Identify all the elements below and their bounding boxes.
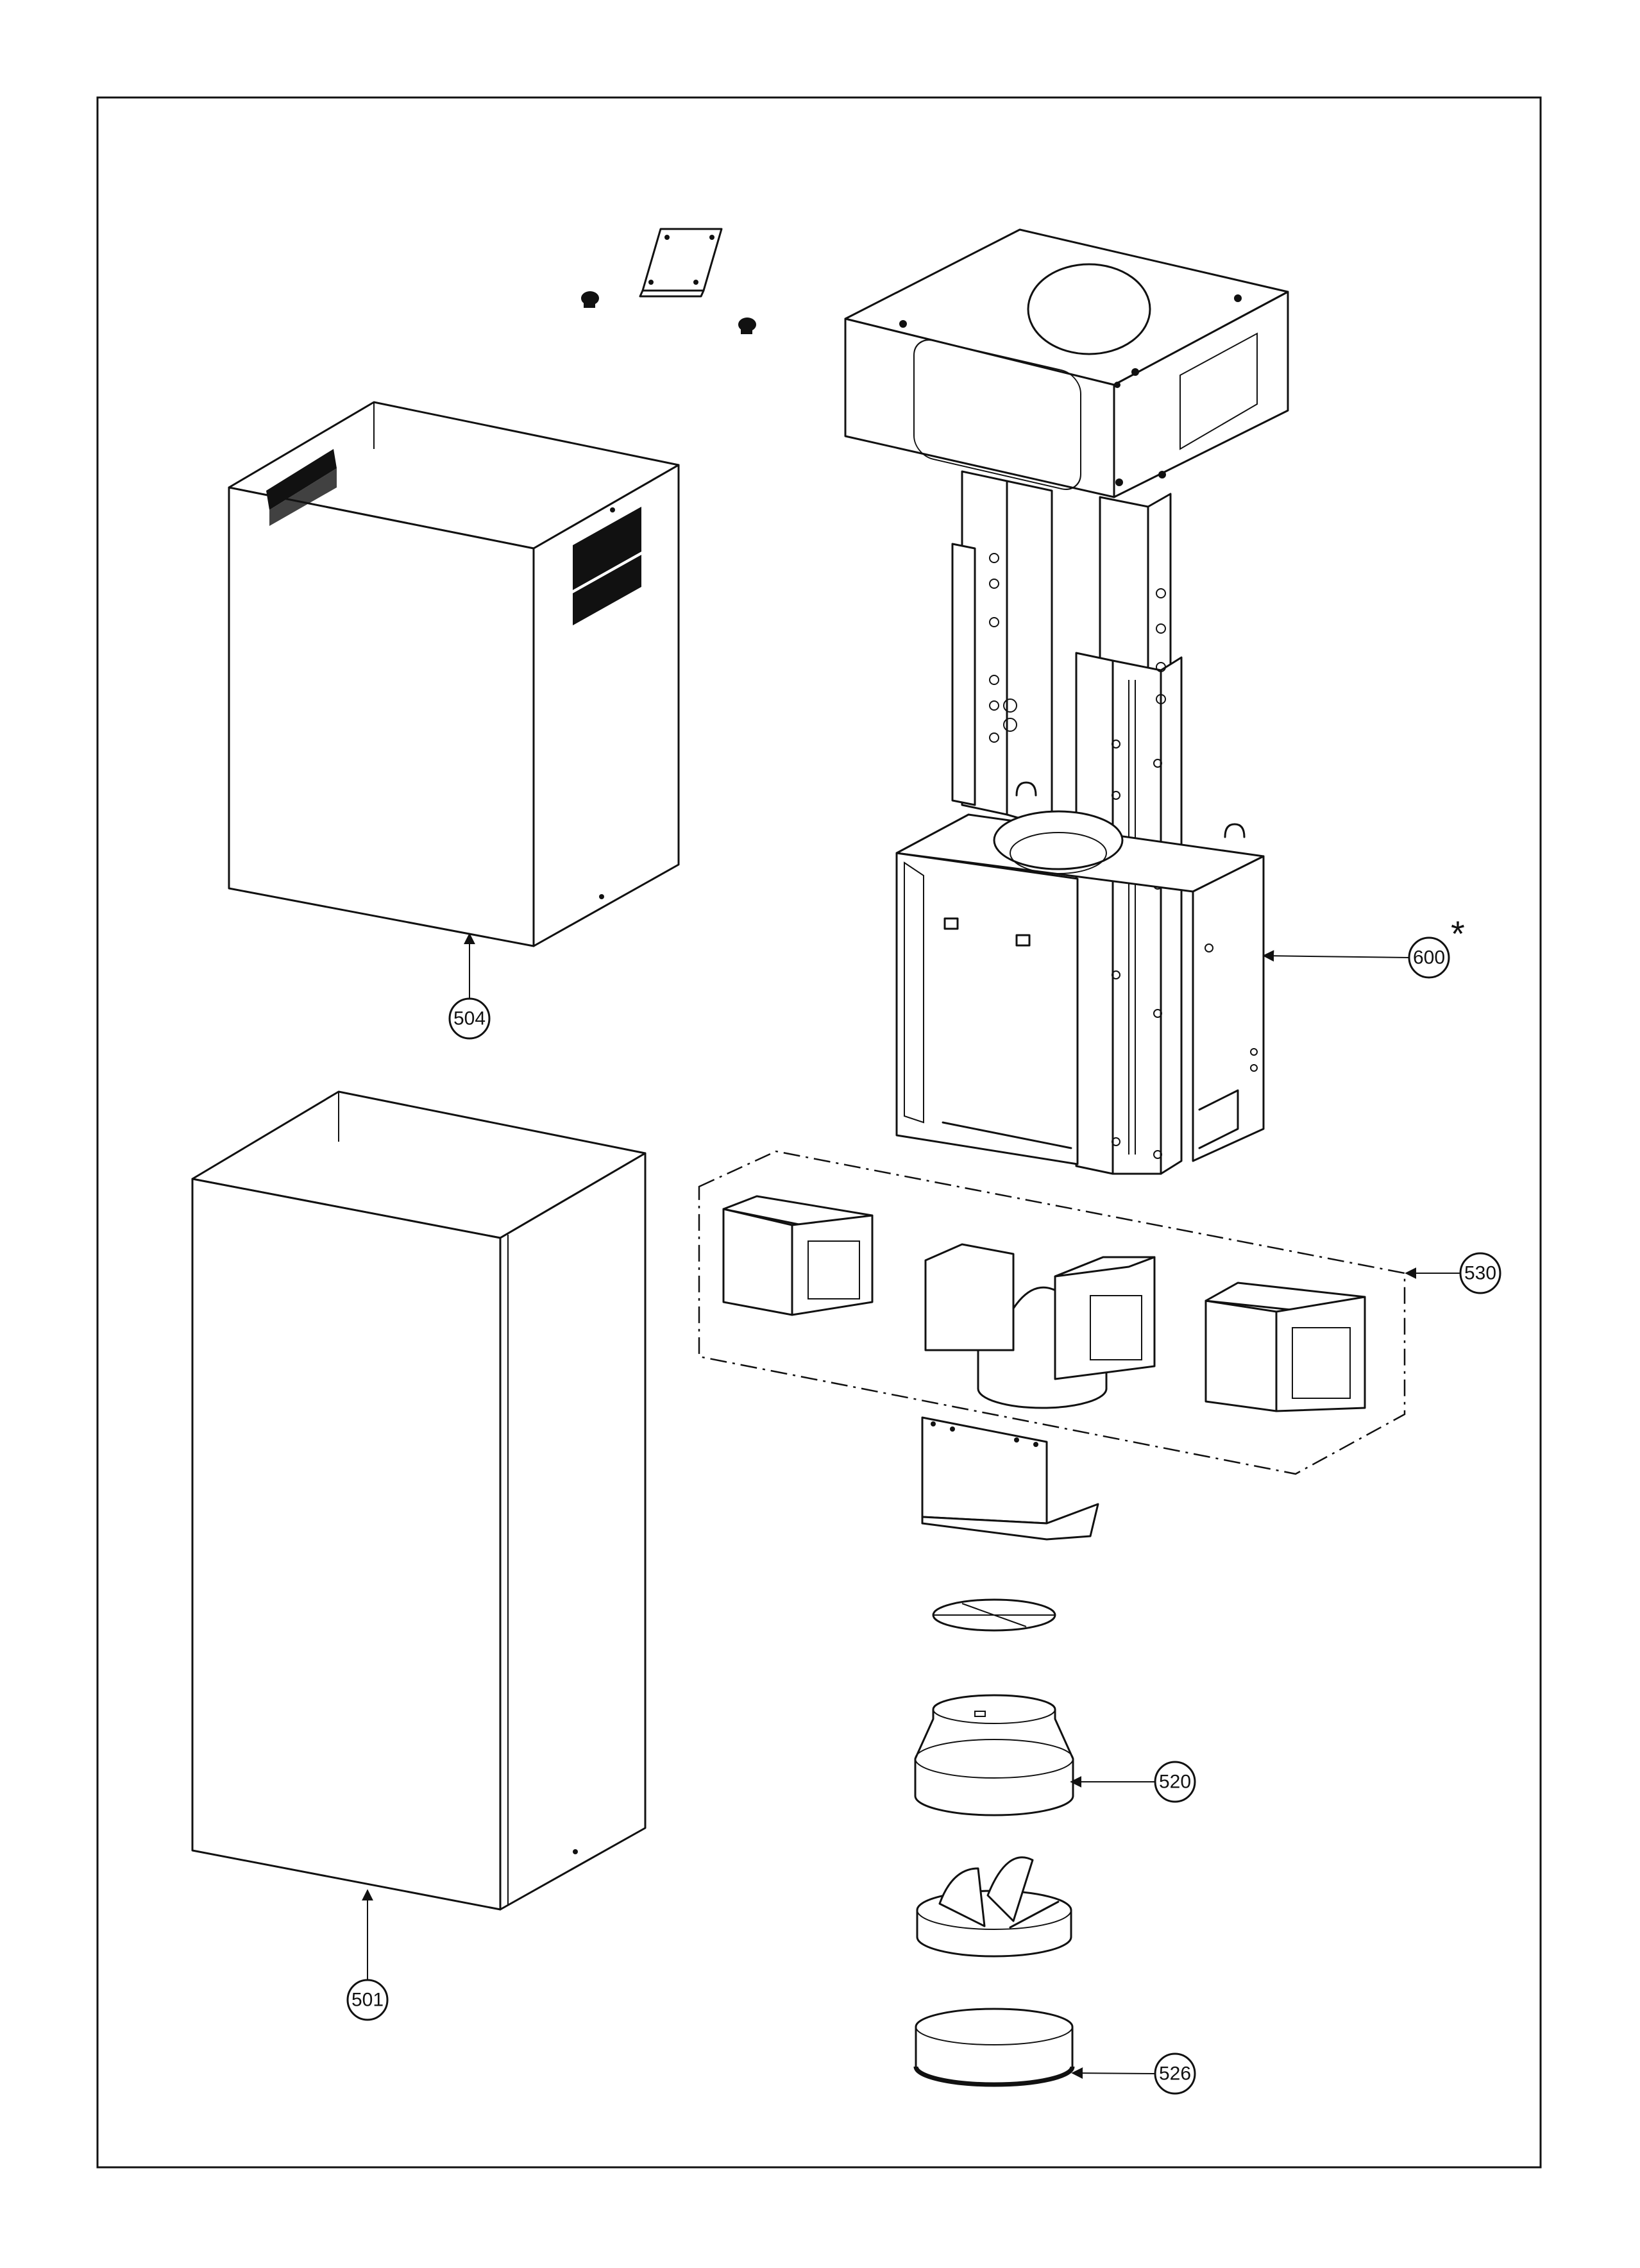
sealing-ring — [913, 2008, 1075, 2087]
wire-grille — [932, 1598, 1056, 1632]
duct-connector-right — [1205, 1282, 1366, 1412]
duct-connector-center — [924, 1243, 1156, 1409]
lower-chimney-cover — [191, 1090, 647, 1911]
callout-520: 520 — [1154, 1761, 1196, 1803]
callout-501: 501 — [346, 1979, 389, 2021]
callout-530: 530 — [1459, 1252, 1501, 1294]
upper-chimney-cover — [228, 401, 680, 947]
duct-connector-left — [722, 1195, 874, 1316]
callout-501-label: 501 — [351, 1990, 384, 2011]
rail-holes — [989, 553, 1166, 1159]
reducer — [914, 1694, 1074, 1816]
callout-504-label: 504 — [453, 1008, 486, 1029]
screw-left — [581, 291, 599, 308]
callout-600-asterisk: * — [1451, 913, 1465, 954]
drawing-frame — [96, 96, 1542, 2169]
telescopic-frame — [844, 228, 1289, 1175]
callout-526: 526 — [1154, 2052, 1196, 2095]
connector-kit-outline — [698, 1150, 1406, 1475]
backdraft-damper — [916, 1856, 1072, 1958]
callout-504: 504 — [448, 997, 491, 1040]
angle-bracket — [921, 1416, 1099, 1541]
vent-slots-left — [266, 449, 337, 526]
callout-600-label: 600 — [1413, 947, 1445, 969]
callout-600: 600 * — [1408, 913, 1465, 979]
callout-526-label: 526 — [1159, 2063, 1191, 2085]
vent-slots-right — [573, 507, 641, 625]
callout-520-label: 520 — [1159, 1772, 1191, 1793]
callout-530-label: 530 — [1464, 1263, 1496, 1284]
screw-right — [738, 317, 756, 334]
mounting-plate — [639, 228, 723, 298]
